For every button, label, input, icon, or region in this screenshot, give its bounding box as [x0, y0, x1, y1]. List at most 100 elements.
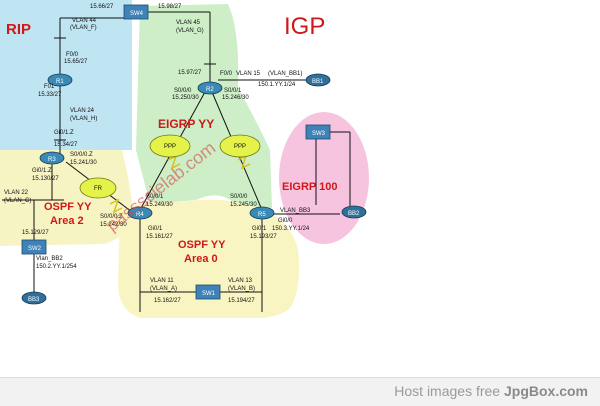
router-bb2-icon[interactable]: BB2: [341, 205, 367, 219]
serial-zigzag-right: [237, 154, 251, 170]
svg-text:BB1: BB1: [312, 79, 324, 85]
svg-text:15.34/27: 15.34/27: [54, 142, 78, 148]
ospf-area0-region: [118, 199, 299, 318]
svg-text:S0/0/0: S0/0/0: [230, 194, 248, 200]
svg-text:15.65/27: 15.65/27: [64, 59, 88, 65]
serial-zigzag-fr: [109, 198, 123, 214]
switch-sw4-icon[interactable]: SW4: [123, 4, 149, 20]
svg-text:R4: R4: [136, 212, 144, 218]
igp-title: IGP: [284, 13, 325, 40]
svg-text:VLAN 13: VLAN 13: [228, 278, 253, 284]
router-bb1-icon[interactable]: BB1: [305, 73, 331, 87]
svg-text:Gi0/0: Gi0/0: [278, 218, 293, 224]
svg-text:VLAN 11: VLAN 11: [150, 278, 174, 284]
svg-text:S0/0/1: S0/0/1: [146, 194, 164, 200]
svg-text:150.1.YY.1/24: 150.1.YY.1/24: [258, 82, 296, 88]
svg-text:VLAN 15: VLAN 15: [236, 71, 261, 77]
network-topology-diagram: PPP PPP FR SW4 SW3 SW2 SW1 BB1 BB2 BB3: [0, 0, 369, 318]
svg-text:15.97/27: 15.97/27: [178, 70, 202, 76]
svg-text:(VLAN_F): (VLAN_F): [70, 25, 97, 31]
switch-sw3-icon[interactable]: SW3: [305, 124, 331, 140]
svg-text:BB2: BB2: [348, 211, 360, 217]
svg-text:15.250/30: 15.250/30: [172, 95, 199, 101]
svg-text:(VLAN_H): (VLAN_H): [70, 116, 97, 122]
svg-text:Vlan_BB2: Vlan_BB2: [36, 256, 63, 262]
svg-text:R2: R2: [206, 87, 214, 93]
svg-text:R5: R5: [258, 212, 266, 218]
svg-text:F0/0: F0/0: [220, 71, 233, 77]
ppp-right-label: PPP: [234, 144, 246, 150]
svg-text:SW3: SW3: [312, 131, 326, 137]
svg-text:VLAN 22: VLAN 22: [4, 190, 29, 196]
svg-text:15.162/27: 15.162/27: [154, 298, 181, 304]
svg-text:VLAN 44: VLAN 44: [72, 18, 97, 24]
svg-text:Gi0/1.Z: Gi0/1.Z: [54, 130, 74, 136]
svg-text:SW1: SW1: [202, 291, 216, 297]
router-r4-icon[interactable]: R4: [127, 206, 153, 220]
svg-text:15.193/27: 15.193/27: [250, 234, 277, 240]
ospf-area0-title-line1: OSPF YY: [178, 239, 226, 251]
svg-text:150.2.YY.1/254: 150.2.YY.1/254: [36, 264, 77, 270]
router-r1-icon[interactable]: R1: [47, 73, 73, 87]
router-bb3-icon[interactable]: BB3: [21, 291, 47, 305]
svg-text:F0/0: F0/0: [66, 52, 79, 58]
svg-text:15.98/27: 15.98/27: [158, 4, 182, 10]
svg-text:(VLAN_G): (VLAN_G): [176, 28, 204, 34]
svg-text:15.33/27: 15.33/27: [38, 92, 62, 98]
interface-labels: 15.66/27 VLAN 44 (VLAN_F) 15.98/27 VLAN …: [4, 4, 311, 304]
fr-cloud: FR: [79, 177, 117, 199]
svg-text:R1: R1: [56, 79, 64, 85]
svg-text:15.66/27: 15.66/27: [90, 4, 114, 10]
router-r2-icon[interactable]: R2: [197, 81, 223, 95]
footer-text: Host images free JpgBox.com: [394, 383, 588, 399]
svg-text:Gi0/1: Gi0/1: [148, 226, 163, 232]
switch-sw1-icon[interactable]: SW1: [195, 284, 221, 300]
svg-text:15.129/27: 15.129/27: [22, 230, 49, 236]
ospf-area2-title-line1: OSPF YY: [44, 201, 92, 213]
svg-text:R3: R3: [48, 157, 56, 163]
svg-text:(VLAN_C): (VLAN_C): [4, 198, 31, 204]
svg-text:S0/0/0.Z: S0/0/0.Z: [100, 214, 123, 220]
svg-text:BB3: BB3: [28, 297, 40, 303]
footer-brand-link[interactable]: JpgBox.com: [503, 383, 588, 399]
svg-text:S0/0/1: S0/0/1: [224, 88, 242, 94]
svg-text:150.3.YY.1/24: 150.3.YY.1/24: [272, 226, 310, 232]
ospf-area0-title-line2: Area 0: [184, 253, 218, 265]
eigrp-yy-title: EIGRP YY: [158, 117, 214, 131]
svg-text:Gi0/1.Z: Gi0/1.Z: [32, 168, 52, 174]
svg-text:(VLAN_BB1): (VLAN_BB1): [268, 71, 302, 77]
svg-text:F01: F01: [44, 84, 55, 90]
footer-prefix: Host images free: [394, 383, 504, 399]
ppp-cloud-right: PPP: [219, 134, 261, 158]
svg-text:15.194/27: 15.194/27: [228, 298, 255, 304]
serial-zigzag-left: [167, 154, 181, 170]
svg-text:(VLAN_B): (VLAN_B): [228, 286, 255, 292]
router-r5-icon[interactable]: R5: [249, 206, 275, 220]
ppp-left-label: PPP: [164, 144, 176, 150]
router-r3-icon[interactable]: R3: [39, 151, 65, 165]
svg-text:VLAN 45: VLAN 45: [176, 20, 201, 26]
svg-text:15.241/30: 15.241/30: [70, 160, 97, 166]
svg-text:15.246/30: 15.246/30: [222, 95, 249, 101]
svg-text:15.130/27: 15.130/27: [32, 176, 59, 182]
rip-title: RIP: [6, 21, 31, 38]
switch-sw2-icon[interactable]: SW2: [21, 239, 47, 255]
svg-text:S0/0/0.Z: S0/0/0.Z: [70, 152, 93, 158]
svg-text:15.242/30: 15.242/30: [100, 222, 127, 228]
svg-text:15.161/27: 15.161/27: [146, 234, 173, 240]
svg-text:(VLAN_A): (VLAN_A): [150, 286, 177, 292]
svg-text:Gi0/1: Gi0/1: [252, 226, 267, 232]
svg-text:S0/0/0: S0/0/0: [174, 88, 192, 94]
ppp-cloud-left: PPP: [149, 134, 191, 158]
svg-text:SW4: SW4: [130, 11, 144, 17]
svg-text:VLAN 24: VLAN 24: [70, 108, 95, 114]
footer-bar: Host images free JpgBox.com: [0, 377, 600, 406]
svg-text:SW2: SW2: [28, 246, 42, 252]
svg-text:VLAN_BB3: VLAN_BB3: [280, 208, 311, 214]
ospf-area2-region: [0, 150, 132, 246]
ospf-area2-title-line2: Area 2: [50, 215, 84, 227]
fr-label: FR: [94, 186, 103, 192]
eigrp-100-title: EIGRP 100: [282, 181, 337, 193]
svg-text:15.249/30: 15.249/30: [146, 202, 173, 208]
svg-text:15.245/30: 15.245/30: [230, 202, 257, 208]
